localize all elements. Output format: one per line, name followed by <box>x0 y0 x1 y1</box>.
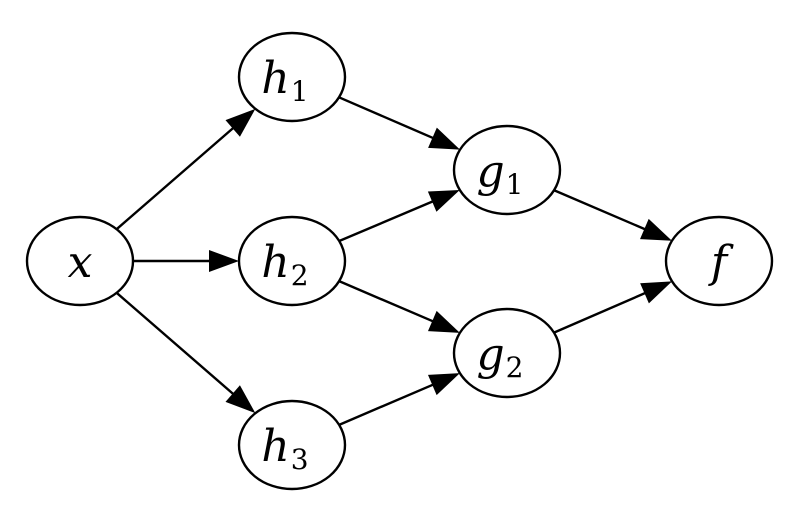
node-subscript: 3 <box>291 443 309 476</box>
node-subscript: 1 <box>291 75 309 108</box>
edge-line <box>338 383 435 426</box>
arrowhead-icon <box>225 385 256 414</box>
node-ellipse <box>237 399 347 491</box>
arrowhead-icon <box>225 108 256 137</box>
arrowhead-icon <box>427 310 460 333</box>
edge-line <box>338 280 435 323</box>
edge-h1-g1 <box>338 96 460 150</box>
node-ellipse <box>664 215 774 307</box>
node-symbol: h <box>261 237 289 288</box>
arrowhead-icon <box>427 373 460 396</box>
node-label: g1 <box>477 146 524 201</box>
node-ellipse <box>452 124 562 216</box>
edge-x-h3 <box>115 291 256 414</box>
edge-x-h2 <box>133 250 239 272</box>
edge-line <box>115 126 236 231</box>
node-g2: g2 <box>452 307 562 399</box>
node-ellipse <box>237 215 347 307</box>
node-symbol: g <box>477 329 505 380</box>
node-symbol: x <box>68 237 93 288</box>
node-x: x <box>25 215 135 307</box>
edges-layer <box>115 96 673 426</box>
edge-x-h1 <box>115 108 256 231</box>
edge-line <box>115 291 236 396</box>
edge-g2-f <box>553 281 673 334</box>
node-symbol: g <box>477 146 505 197</box>
edge-g1-f <box>553 189 672 241</box>
node-label: h1 <box>261 53 308 108</box>
arrowhead-icon <box>428 127 460 150</box>
node-g1: g1 <box>452 124 562 216</box>
arrowhead-icon <box>640 218 672 241</box>
node-subscript: 2 <box>506 351 524 384</box>
arrowhead-icon <box>209 250 239 272</box>
node-f: f <box>664 215 774 307</box>
node-h3: h3 <box>237 399 347 491</box>
edge-h2-g2 <box>338 280 460 333</box>
node-ellipse <box>452 307 562 399</box>
node-subscript: 2 <box>291 259 309 292</box>
arrowhead-icon <box>427 189 460 212</box>
edge-line <box>338 199 435 243</box>
node-label: h3 <box>261 421 308 476</box>
node-h1: h1 <box>237 31 347 123</box>
edge-line <box>553 291 647 334</box>
node-label: x <box>68 237 93 288</box>
node-ellipse <box>237 31 347 123</box>
node-label: g2 <box>477 329 524 384</box>
edge-h2-g1 <box>338 189 460 243</box>
arrowhead-icon <box>640 281 673 304</box>
edge-h3-g2 <box>338 373 460 426</box>
node-label: h2 <box>261 237 308 292</box>
edge-line <box>338 96 435 140</box>
node-ellipse <box>25 215 135 307</box>
edge-line <box>553 189 647 231</box>
node-symbol: h <box>261 53 289 104</box>
node-subscript: 1 <box>506 168 524 201</box>
node-h2: h2 <box>237 215 347 307</box>
node-symbol: h <box>261 421 289 472</box>
